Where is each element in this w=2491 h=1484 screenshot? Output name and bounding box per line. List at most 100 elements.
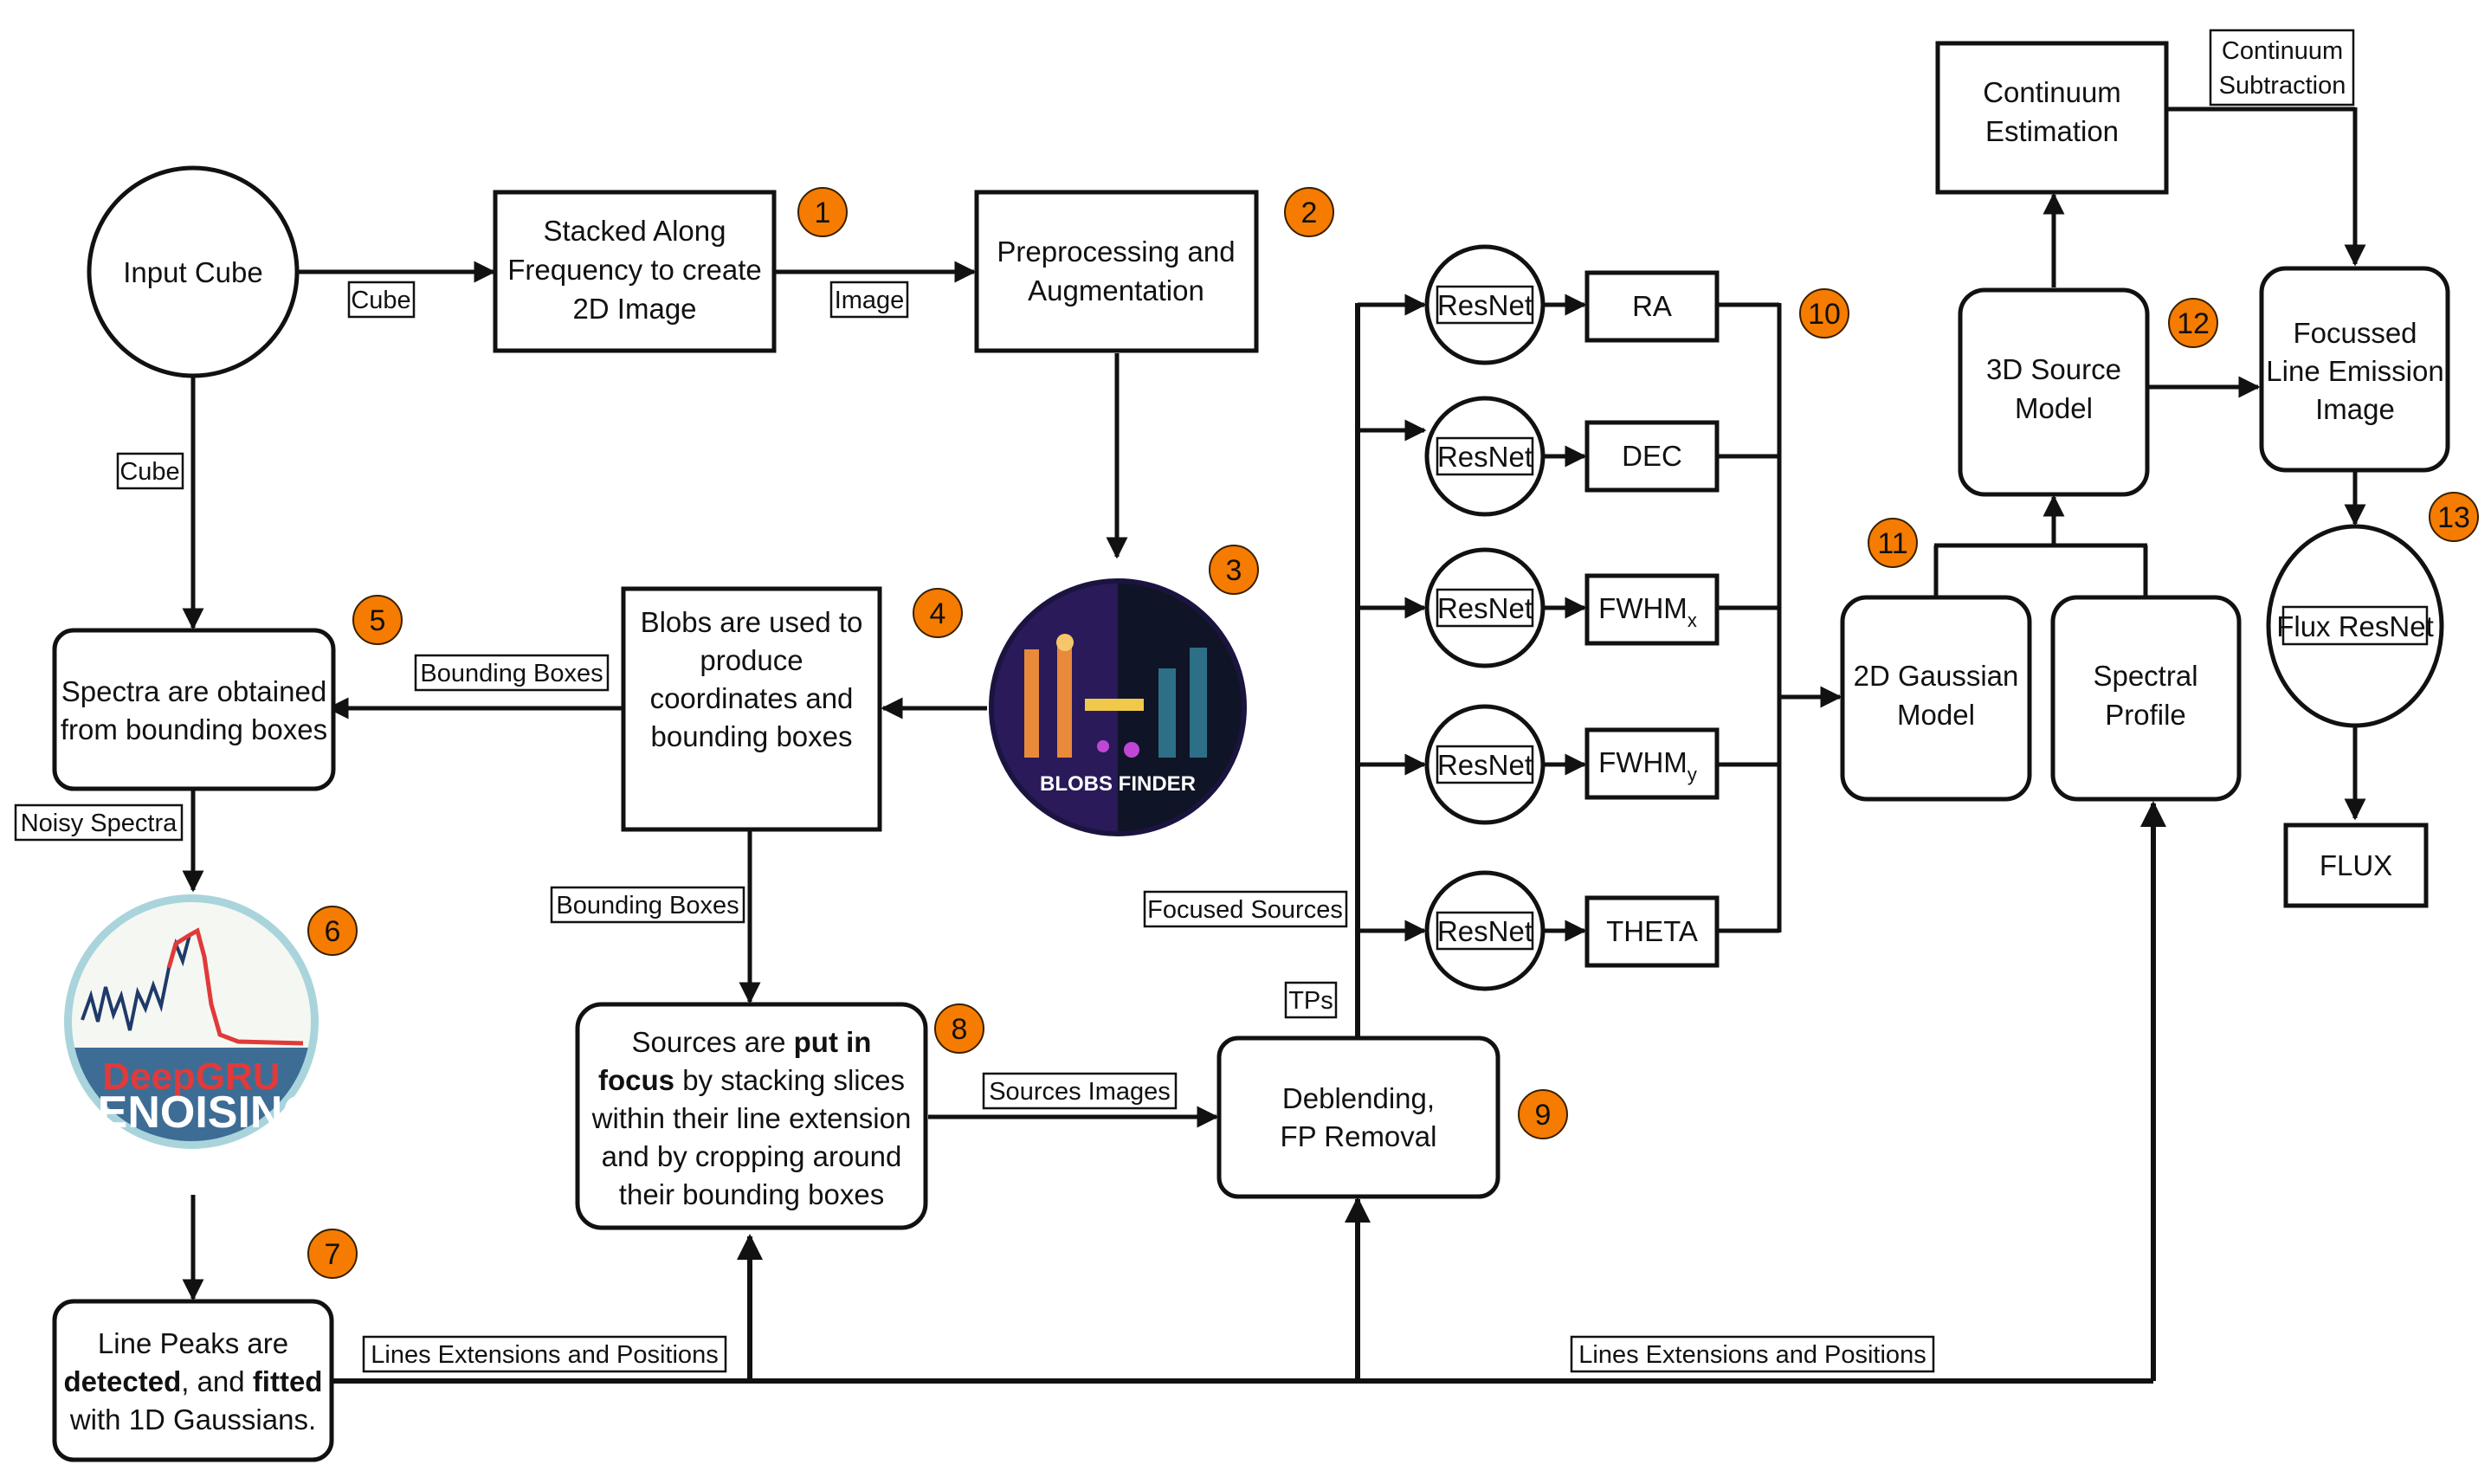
- svg-text:ResNet: ResNet: [1437, 749, 1533, 781]
- resnet-fwhm-y: ResNet: [1424, 704, 1546, 825]
- svg-text:Noisy Spectra: Noisy Spectra: [21, 810, 177, 837]
- svg-text:ResNet: ResNet: [1437, 915, 1533, 947]
- svg-text:Continuum: Continuum: [1983, 76, 2121, 108]
- svg-text:11: 11: [1877, 527, 1907, 560]
- svg-text:coordinates and: coordinates and: [650, 682, 854, 714]
- flux-node: FLUX: [2283, 823, 2429, 908]
- svg-text:with 1D Gaussians.: with 1D Gaussians.: [69, 1403, 316, 1436]
- svg-text:Estimation: Estimation: [1985, 115, 2119, 147]
- svg-text:6: 6: [325, 915, 341, 948]
- svg-text:DENOISING: DENOISING: [65, 1087, 318, 1138]
- svg-text:Focussed: Focussed: [2293, 317, 2417, 349]
- edge-label-sources-images: Sources Images: [982, 1072, 1178, 1110]
- svg-text:ResNet: ResNet: [1437, 289, 1533, 321]
- svg-text:4: 4: [930, 597, 946, 630]
- flux-resnet-node: Flux ResNet: [2266, 524, 2444, 728]
- svg-text:7: 7: [325, 1238, 341, 1271]
- focussed-line-emission-node: Focussed Line Emission Image: [2259, 266, 2450, 473]
- svg-text:Cube: Cube: [351, 287, 410, 314]
- svg-text:Sources are put in: Sources are put in: [632, 1026, 872, 1058]
- svg-text:from bounding boxes: from bounding boxes: [61, 713, 327, 745]
- step-badge-12: 12: [2168, 298, 2218, 348]
- svg-text:Frequency to create: Frequency to create: [507, 254, 762, 286]
- connectors: [182, 106, 2366, 1384]
- step-badge-2: 2: [1284, 187, 1334, 237]
- svg-text:Model: Model: [1897, 699, 1975, 731]
- svg-text:Spectral: Spectral: [2093, 660, 2197, 692]
- sources-focus-node: Sources are put in focus by stacking sli…: [575, 1002, 928, 1230]
- svg-text:FP Removal: FP Removal: [1281, 1120, 1437, 1152]
- svg-text:FWHMy: FWHMy: [1598, 746, 1697, 785]
- svg-text:DEC: DEC: [1622, 440, 1682, 472]
- edge-label-cube-down: Cube: [116, 452, 184, 490]
- svg-text:FWHMx: FWHMx: [1598, 592, 1697, 631]
- spectral-profile-node: Spectral Profile: [2050, 595, 2242, 802]
- output-dec: DEC: [1584, 420, 1720, 493]
- edge-label-bounding-boxes-left: Bounding Boxes: [414, 654, 610, 692]
- svg-text:Subtraction: Subtraction: [2219, 72, 2346, 100]
- svg-text:within their line extension: within their line extension: [591, 1102, 912, 1134]
- svg-text:Bounding Boxes: Bounding Boxes: [556, 892, 739, 919]
- blobs-used-node: Blobs are used to produce coordinates an…: [621, 586, 882, 832]
- step-badge-4: 4: [913, 588, 963, 638]
- svg-text:12: 12: [2177, 307, 2210, 340]
- step-badge-9: 9: [1518, 1089, 1568, 1139]
- svg-text:produce: produce: [700, 644, 803, 676]
- svg-text:Spectra are obtained: Spectra are obtained: [61, 675, 326, 707]
- deblending-node: Deblending, FP Removal: [1216, 1036, 1500, 1199]
- svg-text:their bounding boxes: their bounding boxes: [619, 1178, 884, 1210]
- line-peaks-node: Line Peaks are detected, and fitted with…: [52, 1299, 334, 1462]
- resnet-theta: ResNet: [1424, 870, 1546, 991]
- svg-text:13: 13: [2437, 501, 2470, 534]
- output-ra: RA: [1584, 270, 1720, 343]
- svg-text:focus by stacking slices: focus by stacking slices: [598, 1064, 905, 1096]
- output-fwhm-y: FWHMy: [1584, 727, 1720, 800]
- svg-text:TPs: TPs: [1288, 987, 1333, 1015]
- edge-label-tps: TPs: [1284, 981, 1338, 1019]
- svg-text:8: 8: [952, 1013, 968, 1046]
- edge-label-lines-ext-right: Lines Extensions and Positions: [1570, 1335, 1935, 1373]
- svg-text:Sources Images: Sources Images: [989, 1078, 1171, 1106]
- svg-text:BLOBS FINDER: BLOBS FINDER: [1040, 772, 1196, 796]
- source-3d-node: 3D Source Model: [1958, 287, 2150, 497]
- svg-text:Model: Model: [2015, 392, 2093, 424]
- svg-text:Blobs are used to: Blobs are used to: [641, 606, 863, 638]
- svg-text:Continuum: Continuum: [2222, 37, 2343, 65]
- svg-text:10: 10: [1808, 298, 1841, 331]
- resnet-ra: ResNet: [1424, 244, 1546, 365]
- step-badge-5: 5: [352, 595, 403, 645]
- svg-text:THETA: THETA: [1606, 915, 1698, 947]
- svg-text:ResNet: ResNet: [1437, 441, 1533, 473]
- svg-text:Cube: Cube: [119, 458, 179, 486]
- deepgru-denoising-logo: DeepGRU DENOISING: [64, 894, 319, 1149]
- svg-text:9: 9: [1535, 1099, 1552, 1132]
- step-badge-7: 7: [307, 1229, 358, 1279]
- step-badge-10: 10: [1799, 288, 1849, 339]
- svg-text:bounding boxes: bounding boxes: [650, 720, 852, 752]
- output-theta: THETA: [1584, 895, 1720, 968]
- edge-label-lines-ext-left: Lines Extensions and Positions: [362, 1335, 727, 1373]
- svg-text:Profile: Profile: [2105, 699, 2186, 731]
- svg-text:Preprocessing and: Preprocessing and: [997, 236, 1235, 268]
- step-badge-3: 3: [1209, 545, 1259, 595]
- edge-label-focused-sources: Focused Sources: [1143, 890, 1348, 928]
- preprocessing-node: Preprocessing and Augmentation: [974, 190, 1259, 353]
- svg-text:Input Cube: Input Cube: [123, 256, 262, 288]
- edge-label-bounding-boxes-down: Bounding Boxes: [550, 886, 745, 924]
- input-cube-node: Input Cube: [87, 165, 300, 378]
- step-badge-6: 6: [307, 906, 358, 956]
- svg-text:Line Peaks are: Line Peaks are: [98, 1327, 288, 1359]
- spectra-node: Spectra are obtained from bounding boxes: [52, 628, 336, 791]
- edge-label-cube-right: Cube: [347, 281, 416, 319]
- stacked-node: Stacked Along Frequency to create 2D Ima…: [493, 190, 777, 353]
- svg-text:Image: Image: [2315, 393, 2395, 425]
- svg-text:2D Image: 2D Image: [572, 293, 696, 325]
- edge-label-continuum-subtraction: Continuum Subtraction: [2209, 29, 2355, 106]
- svg-text:Deblending,: Deblending,: [1282, 1082, 1435, 1114]
- svg-text:Augmentation: Augmentation: [1028, 274, 1204, 306]
- svg-text:Bounding Boxes: Bounding Boxes: [420, 660, 603, 687]
- svg-text:Image: Image: [835, 287, 905, 314]
- svg-text:3D Source: 3D Source: [1986, 353, 2121, 385]
- svg-text:Focused Sources: Focused Sources: [1147, 896, 1343, 924]
